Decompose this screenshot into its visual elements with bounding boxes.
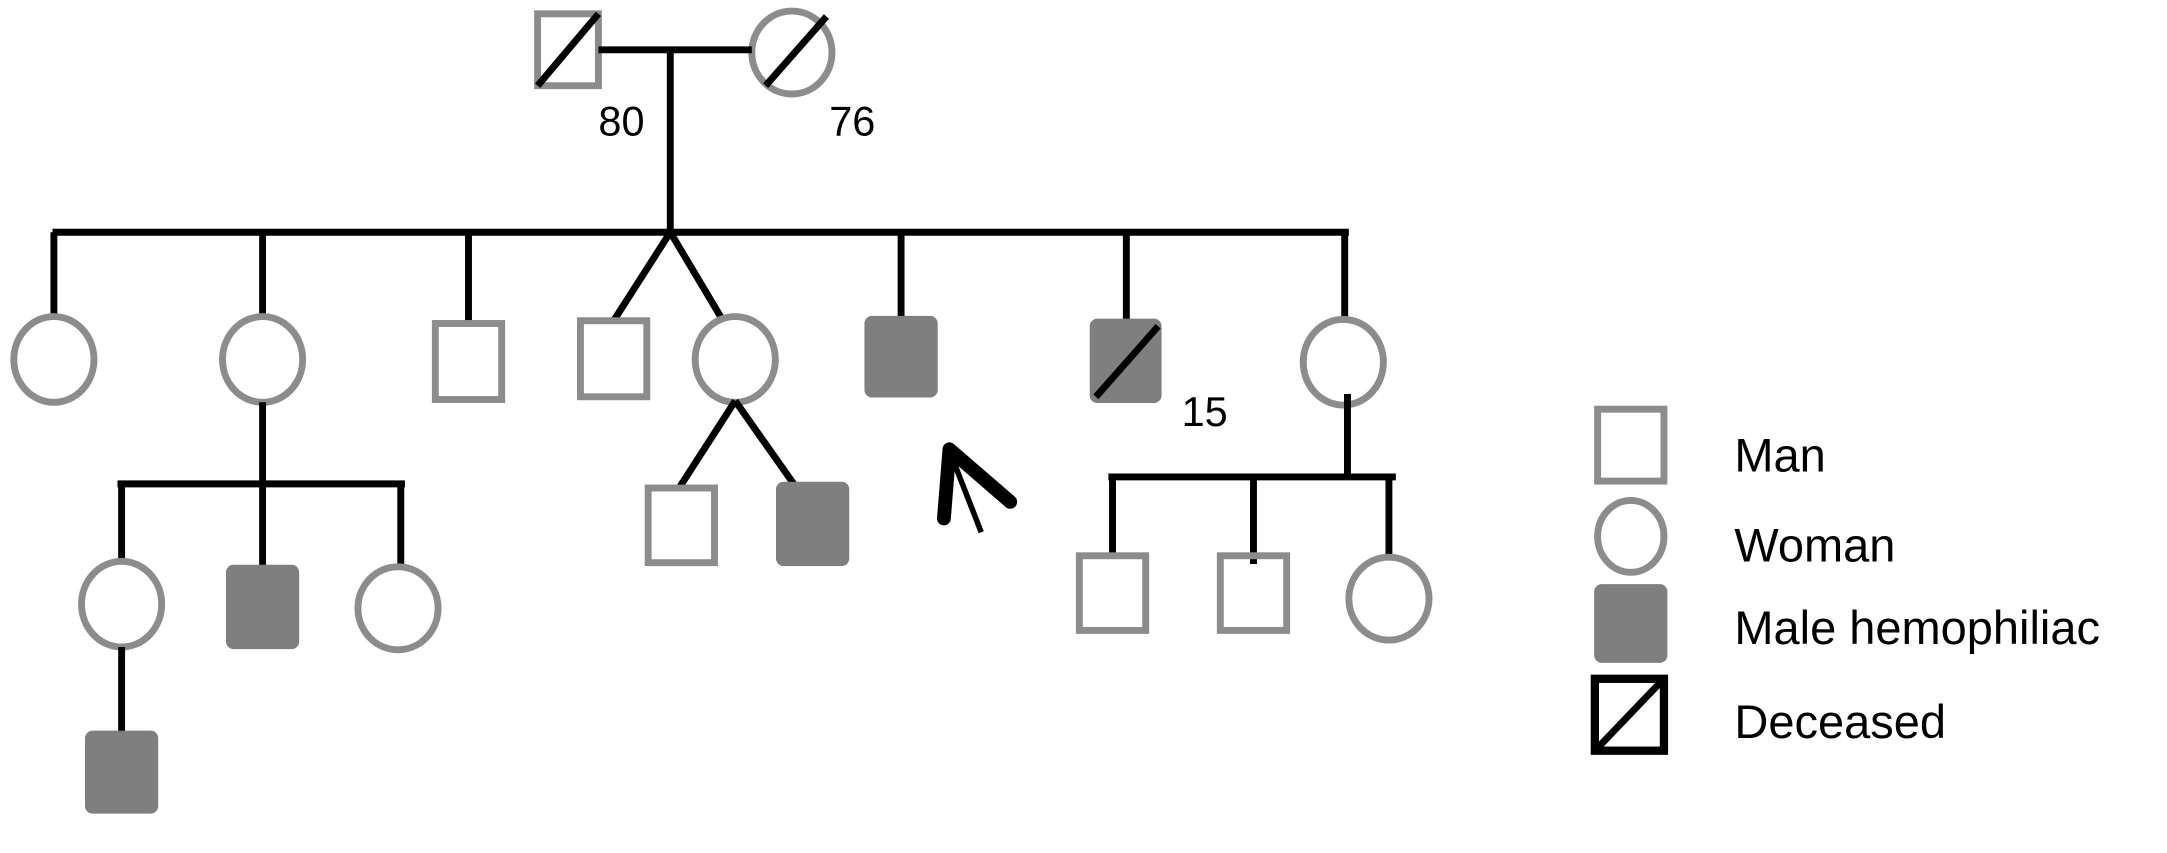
legend-man-icon (1594, 405, 1668, 485)
legend-hemophiliac-label: Male hemophiliac (1734, 601, 2100, 654)
legend-man-label: Man (1734, 428, 1825, 481)
grandson-twin-unaffected (644, 484, 718, 567)
legend: Man Woman Male hemophiliac Deceased (1590, 405, 2100, 755)
legend-deceased-icon (1590, 674, 1669, 755)
deceased-son-age: 15 (1182, 388, 1228, 435)
grandfather-deceased (534, 10, 602, 90)
legend-hemophiliac-icon (1594, 584, 1668, 663)
twin-line (610, 230, 674, 323)
twin-line (732, 398, 798, 488)
daughter-3-twin (691, 313, 779, 406)
twin-line (677, 399, 739, 489)
grandson-4 (1216, 552, 1291, 634)
deceased-hemophiliac-son (1089, 318, 1162, 403)
granddaughter-2 (354, 563, 442, 654)
son-1 (431, 320, 506, 403)
legend-woman-label: Woman (1734, 518, 1895, 571)
grandson-3 (1075, 552, 1150, 634)
great-grandson-hemophiliac (84, 730, 159, 814)
daughter-2-carrier (219, 313, 307, 406)
grandson-hemophiliac-1 (225, 564, 300, 650)
daughter-1 (10, 313, 98, 406)
son-2-twin (576, 317, 651, 401)
grandson-twin-hemophiliac (776, 481, 850, 567)
legend-deceased-label: Deceased (1734, 695, 1946, 748)
granddaughter-3 (1345, 553, 1433, 644)
grandfather-age: 80 (598, 97, 644, 144)
proband-hemophiliac-son (864, 315, 938, 398)
grandmother-age: 76 (829, 97, 875, 144)
granddaughter-1-carrier (78, 557, 166, 651)
twin-line (667, 230, 725, 320)
daughter-4-carrier (1299, 315, 1387, 409)
grandmother-deceased (748, 7, 836, 98)
proband-arrow-icon (937, 442, 1018, 534)
legend-woman-icon (1594, 497, 1668, 576)
